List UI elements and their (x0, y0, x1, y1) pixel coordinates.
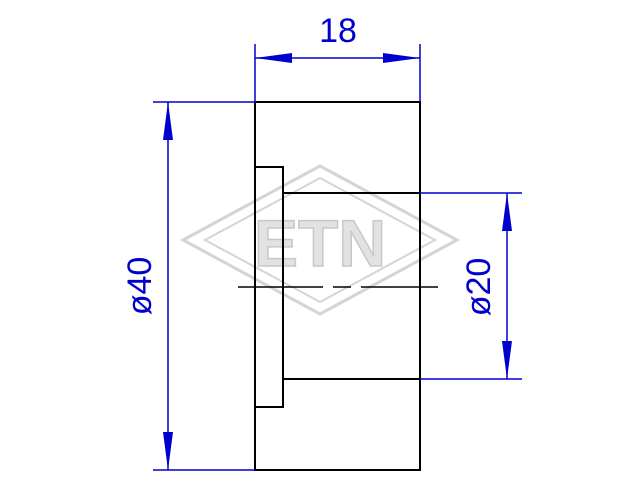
bore-diameter-text: ø20 (460, 258, 498, 317)
dimension-bore-diameter (420, 192, 522, 380)
dimension-outer-diameter (153, 101, 255, 471)
outer-arrow-bottom (163, 432, 173, 470)
bore-arrow-bottom (502, 341, 512, 379)
watermark-diamond-inner (202, 176, 438, 304)
outer-diameter-text: ø40 (121, 257, 159, 316)
watermark-diamond (179, 164, 461, 316)
dimension-width (254, 44, 421, 102)
watermark-text: ETN (254, 206, 386, 280)
width-dimension-text: 18 (319, 12, 357, 50)
outer-arrow-top (163, 102, 173, 140)
width-arrow-left (255, 53, 292, 63)
width-arrow-right (383, 53, 420, 63)
body-rectangle (254, 101, 421, 471)
watermark-logo: ETN (179, 164, 461, 316)
bore-arrow-top (502, 193, 512, 231)
part-outline (254, 101, 421, 471)
